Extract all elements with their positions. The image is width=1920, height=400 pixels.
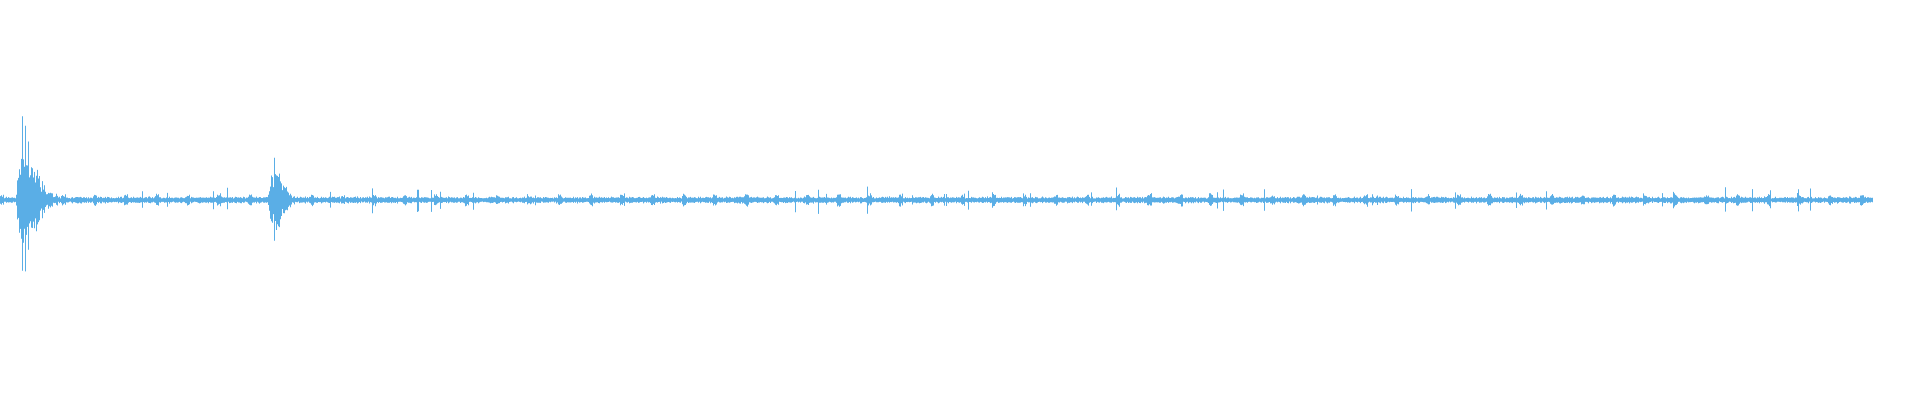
waveform-trace <box>0 116 1873 272</box>
